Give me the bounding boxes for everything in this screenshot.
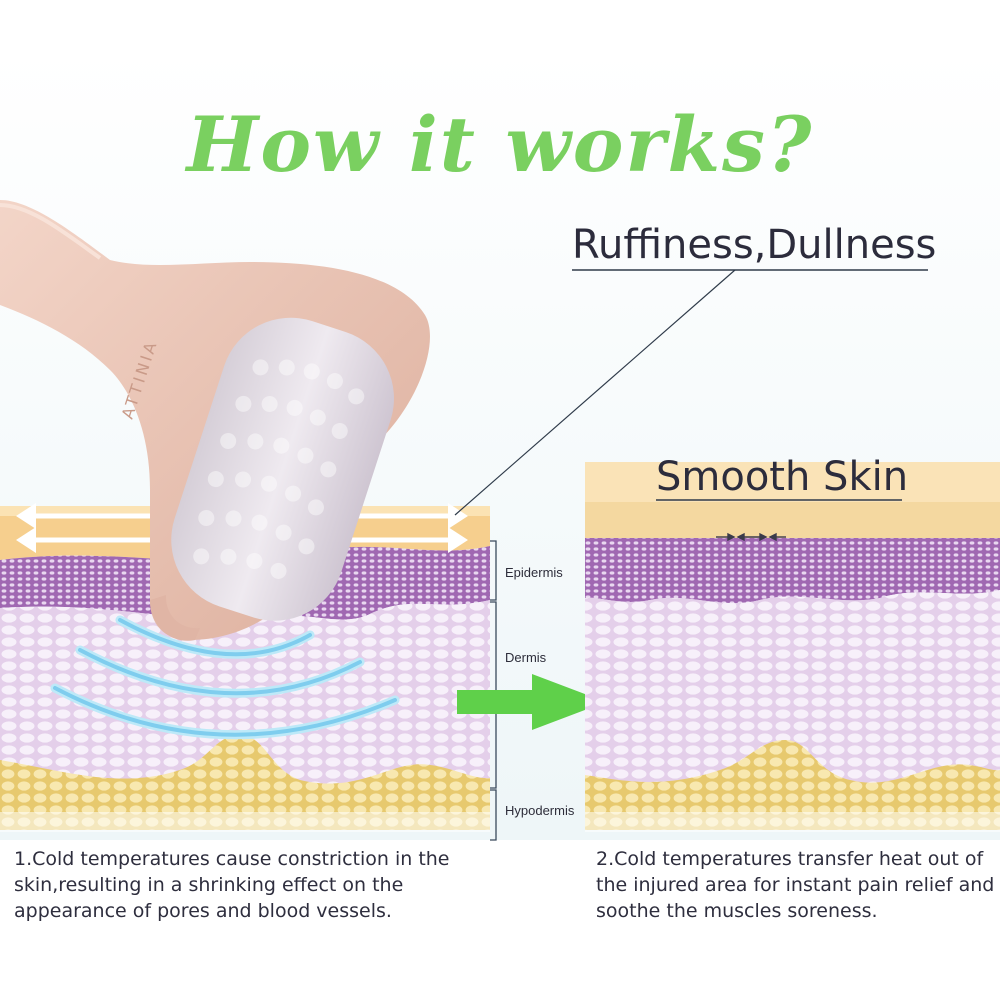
page-title: How it works?: [186, 100, 814, 189]
epidermis-layer-smooth: [585, 538, 1000, 604]
right-arrow-icon: [457, 674, 606, 730]
label-hypodermis: Hypodermis: [505, 803, 575, 818]
label-epidermis: Epidermis: [505, 565, 563, 580]
ice-roller: ATTINIA: [0, 200, 430, 641]
hypodermis-layer: [0, 735, 490, 830]
callout-rough: Ruffiness,Dullness: [572, 222, 937, 268]
right-skin-block: [585, 462, 1000, 832]
roller-drum: [171, 317, 394, 621]
callout-smooth: Smooth Skin: [656, 454, 909, 500]
caption-cold-constriction: 1.Cold temperatures cause constriction i…: [14, 848, 450, 922]
cold-waves: [50, 615, 400, 740]
compression-arrows-icon: [716, 532, 786, 542]
dermis-layer-smooth: [585, 590, 1000, 790]
callout-leader-line: [454, 269, 736, 516]
caption-heat-transfer: 2.Cold temperatures transfer heat out of…: [596, 848, 995, 922]
hypodermis-layer-smooth: [585, 740, 1000, 830]
label-dermis: Dermis: [505, 650, 547, 665]
